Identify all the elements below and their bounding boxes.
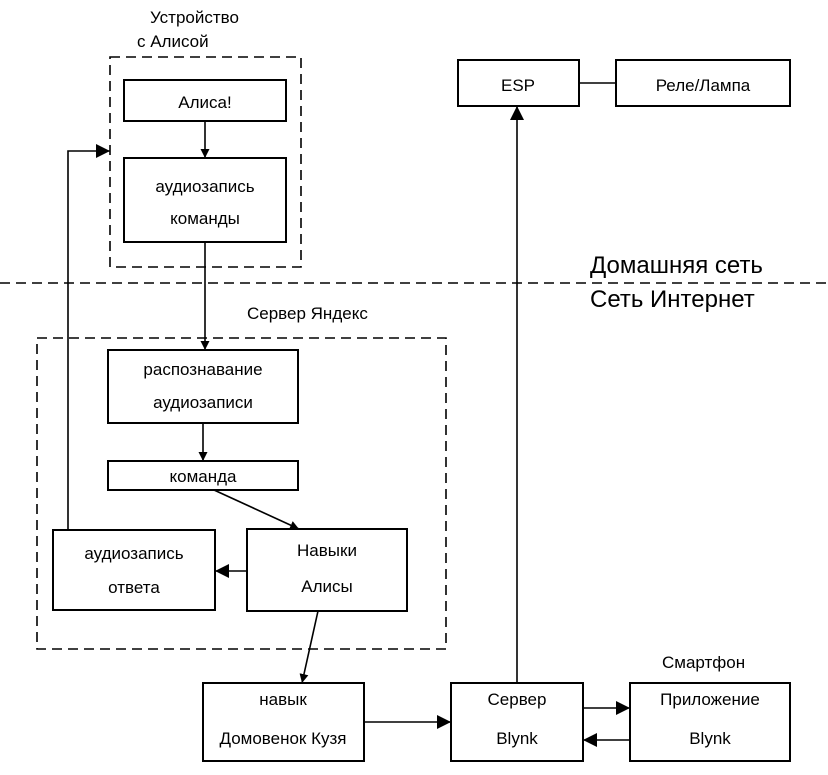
svg-text:ответа: ответа [108, 578, 160, 597]
svg-text:аудиозапись: аудиозапись [84, 544, 183, 563]
svg-text:аудиозаписи: аудиозаписи [153, 393, 253, 412]
node-command: команда [107, 460, 299, 491]
node-blynk-server: Сервер Blynk [450, 682, 584, 762]
alice-device-caption-line2: с Алисой [137, 32, 209, 51]
svg-text:распознавание: распознавание [143, 360, 262, 379]
node-recognition: распознавание аудиозаписи [107, 349, 299, 424]
svg-text:Реле/Лампа: Реле/Лампа [656, 76, 751, 95]
svg-text:Blynk: Blynk [689, 729, 731, 748]
node-esp: ESP [457, 59, 580, 107]
node-blynk-app: Приложение Blynk [629, 682, 791, 762]
node-kuzya-skill: навык Домовенок Кузя [202, 682, 365, 762]
home-network-label: Домашняя сеть [590, 252, 763, 279]
svg-text:Blynk: Blynk [496, 729, 538, 748]
svg-text:Алиса!: Алиса! [178, 93, 231, 112]
edge-command-to-skills [213, 489, 300, 530]
yandex-server-group [36, 337, 447, 650]
node-alice-wake: Алиса! [123, 79, 287, 122]
svg-text:Сервер: Сервер [488, 690, 547, 709]
svg-text:Навыки: Навыки [297, 541, 357, 560]
node-command-recording: аудиозапись команды [123, 157, 287, 243]
node-alice-skills: Навыки Алисы [246, 528, 408, 612]
internet-label: Сеть Интернет [590, 286, 755, 313]
yandex-server-caption: Сервер Яндекс [247, 304, 368, 323]
svg-text:Алисы: Алисы [301, 577, 352, 596]
node-relay-lamp: Реле/Лампа [615, 59, 791, 107]
svg-text:навык: навык [259, 690, 307, 709]
svg-text:аудиозапись: аудиозапись [155, 177, 254, 196]
smartphone-caption: Смартфон [662, 653, 745, 672]
svg-text:ESP: ESP [501, 76, 535, 95]
alice-device-caption-line1: Устройство [150, 8, 239, 27]
edge-skills-to-kuzya [299, 610, 319, 684]
svg-text:команды: команды [170, 209, 240, 228]
edge-answer-to-recording [67, 144, 110, 530]
svg-text:Приложение: Приложение [660, 690, 760, 709]
svg-text:команда: команда [170, 467, 238, 486]
svg-text:Домовенок Кузя: Домовенок Кузя [219, 729, 346, 748]
node-answer-recording: аудиозапись ответа [52, 529, 216, 611]
